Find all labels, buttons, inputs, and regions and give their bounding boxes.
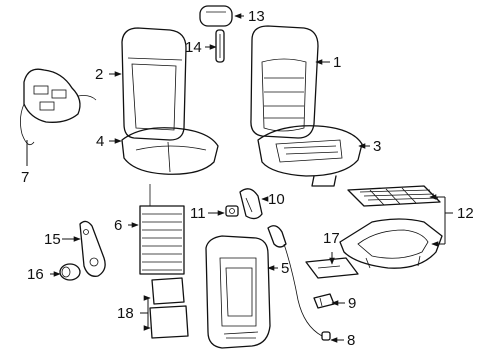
callout-9: 9 — [348, 295, 356, 312]
callout-6: 6 — [114, 217, 122, 234]
callout-7: 7 — [21, 169, 29, 186]
callout-15: 15 — [44, 231, 61, 248]
callout-11: 11 — [190, 205, 206, 222]
connector[interactable] — [225, 205, 239, 217]
seat-back-cover[interactable] — [121, 27, 187, 141]
callout-14: 14 — [185, 39, 202, 56]
callout-13: 13 — [248, 8, 265, 25]
seat-back-assembly[interactable] — [250, 25, 319, 139]
callout-17: 17 — [323, 230, 340, 247]
callout-8: 8 — [347, 332, 355, 349]
callout-2: 2 — [95, 66, 103, 83]
callout-numbers: 1 2 3 4 5 6 7 8 9 10 11 12 13 14 15 16 1… — [21, 8, 474, 349]
callout-16: 16 — [27, 266, 44, 283]
leader-lines — [26, 13, 453, 343]
callout-4: 4 — [96, 133, 104, 150]
callout-1: 1 — [333, 54, 341, 71]
seat-back-frame[interactable] — [205, 235, 271, 349]
recliner-lever[interactable] — [79, 220, 106, 277]
cushion-pan[interactable] — [339, 218, 443, 269]
clip[interactable] — [313, 293, 335, 309]
wire-harness[interactable] — [20, 68, 97, 146]
knob[interactable] — [59, 263, 81, 281]
heater-pads[interactable] — [149, 277, 189, 339]
sensor-cable[interactable] — [267, 225, 331, 341]
bracket[interactable] — [239, 188, 263, 220]
headrest[interactable] — [199, 5, 233, 27]
callout-12: 12 — [457, 205, 474, 222]
callout-10: 10 — [268, 191, 285, 208]
cushion-heater-mat[interactable] — [347, 185, 441, 207]
headrest-guide[interactable] — [215, 29, 225, 63]
back-heater-element[interactable] — [139, 184, 185, 275]
seat-cushion-assembly[interactable] — [257, 125, 363, 187]
callout-18: 18 — [117, 305, 134, 322]
callout-5: 5 — [281, 260, 289, 277]
callout-3: 3 — [373, 138, 381, 155]
seat-cushion-cover[interactable] — [121, 127, 219, 175]
